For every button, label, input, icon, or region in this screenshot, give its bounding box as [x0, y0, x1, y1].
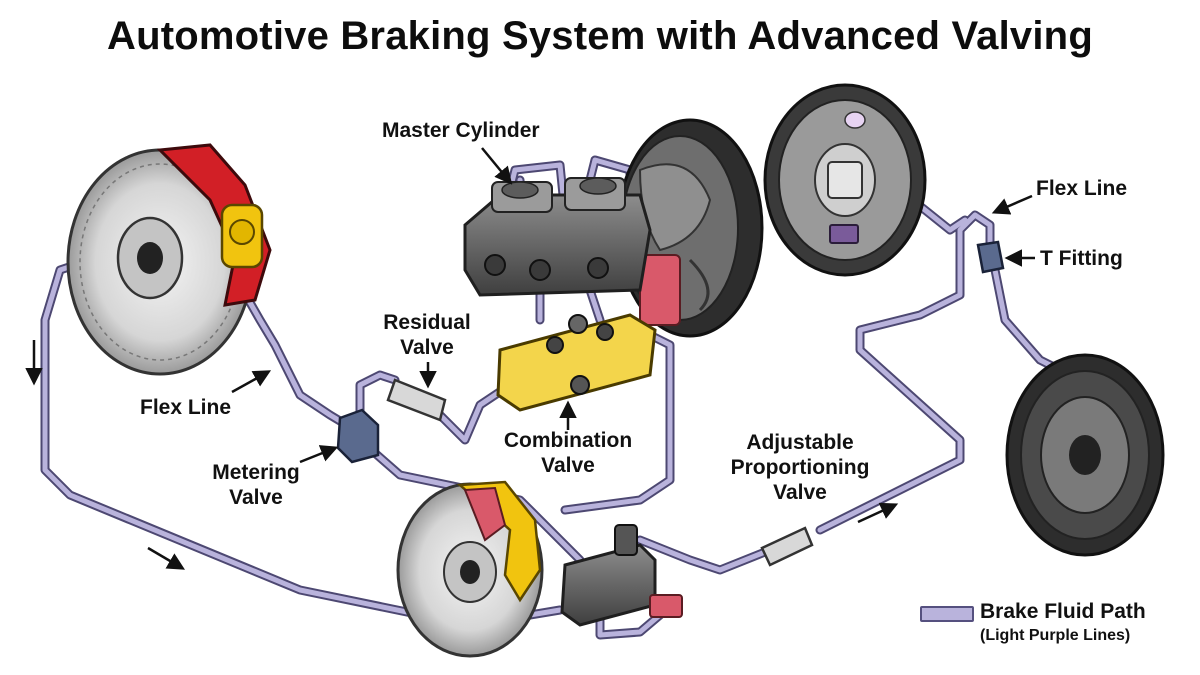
- t-fitting: [976, 240, 1005, 274]
- combination-valve: [496, 313, 657, 412]
- flow-direction-arrows: [25, 340, 899, 570]
- label-residual-valve: Residual Valve: [362, 310, 492, 360]
- label-residual-valve-line1: Residual: [383, 311, 471, 334]
- label-adjustable-valve-line1: Adjustable: [746, 431, 854, 454]
- label-adjustable-proportioning-valve: Adjustable Proportioning Valve: [700, 430, 900, 505]
- label-metering-valve-line1: Metering: [212, 461, 300, 484]
- legend-swatch: [920, 606, 974, 622]
- adjustable-proportioning-valve: [760, 526, 814, 567]
- label-metering-valve-line2: Valve: [229, 486, 283, 509]
- legend-title: Brake Fluid Path: [980, 600, 1146, 623]
- label-master-cylinder: Master Cylinder: [382, 119, 540, 142]
- metering-valve: [336, 408, 380, 464]
- brake-booster: [616, 118, 764, 338]
- label-adjustable-valve-line2: Proportioning: [730, 456, 870, 479]
- label-combination-valve-line1: Combination: [503, 429, 633, 452]
- label-pointers: [231, 147, 1035, 464]
- diagram-title: Automotive Braking System with Advanced …: [107, 14, 1093, 58]
- label-metering-valve: Metering Valve: [196, 460, 316, 510]
- rear-drum-brake-lower: [1005, 353, 1165, 557]
- label-flex-line-left: Flex Line: [140, 396, 232, 419]
- label-combination-valve-line2: Valve: [541, 454, 595, 477]
- label-t-fitting: T Fitting: [1040, 247, 1123, 270]
- front-left-disc-brake: [66, 143, 272, 376]
- front-right-disc-brake: [396, 480, 544, 658]
- label-flex-line-right: Flex Line: [1036, 177, 1128, 200]
- label-combination-valve: Combination Valve: [478, 428, 658, 478]
- rear-drum-brake-upper: [763, 83, 927, 277]
- label-adjustable-valve-line3: Valve: [773, 481, 827, 504]
- lower-valve-block: [560, 524, 683, 627]
- master-cylinder: [463, 177, 652, 297]
- legend-subtitle: (Light Purple Lines): [980, 627, 1131, 644]
- residual-valve: [386, 378, 447, 422]
- label-residual-valve-line2: Valve: [400, 336, 454, 359]
